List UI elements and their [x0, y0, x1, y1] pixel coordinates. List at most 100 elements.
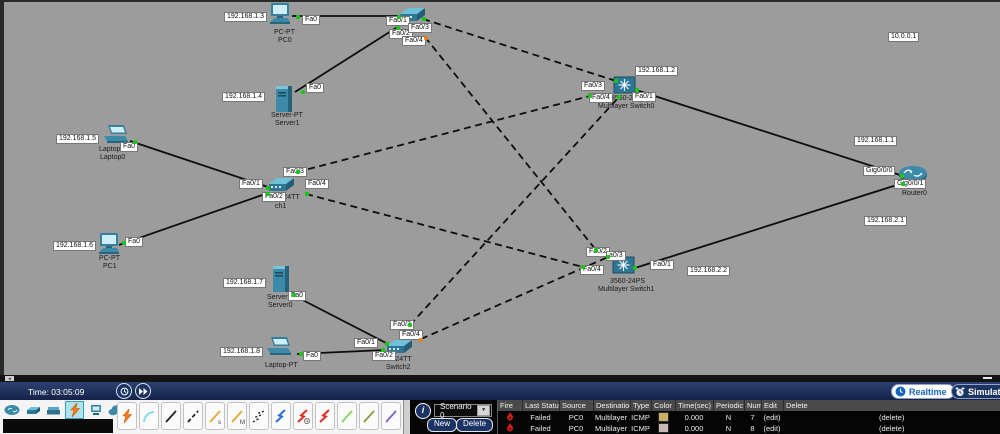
device-laptop-pt[interactable] — [263, 336, 293, 362]
device-switch2[interactable] — [383, 338, 413, 363]
copper-crossover-icon[interactable] — [183, 402, 203, 430]
workspace-left-frame — [0, 0, 4, 375]
pdu-color-cell — [651, 423, 675, 434]
device-server1[interactable] — [274, 84, 294, 119]
column-header-destination[interactable]: Destination — [593, 400, 630, 411]
column-header-last-status[interactable]: Last Status — [522, 400, 559, 411]
copper-crossover-cable[interactable] — [409, 96, 620, 326]
ip-note-label[interactable]: 192.168.1.4 — [222, 92, 265, 102]
port-label: Fa0/4 — [580, 265, 604, 275]
console-cable-icon[interactable] — [139, 402, 159, 430]
device-pc0[interactable] — [267, 2, 293, 31]
column-header-type[interactable]: Type — [630, 400, 651, 411]
delete-pdu-link[interactable]: (delete) — [879, 423, 905, 433]
new-scenario-button[interactable]: New — [427, 418, 458, 432]
device-mlswitch0[interactable] — [613, 75, 637, 100]
column-header-time-sec-[interactable]: Time(sec) — [675, 400, 713, 411]
fire-pdu-icon[interactable] — [498, 411, 522, 423]
copper-straight-cable[interactable] — [290, 293, 389, 345]
ip-note-label[interactable]: 10.0.0.1 — [888, 32, 920, 42]
fiber-single-icon[interactable]: s — [205, 402, 225, 430]
ip-note-label[interactable]: 192.168.1.7 — [223, 278, 266, 288]
device-switch1[interactable] — [265, 176, 295, 201]
usb-cable-purple-icon[interactable] — [381, 402, 401, 430]
copper-straight-cable[interactable] — [634, 182, 904, 269]
simulation-tab[interactable]: Simulat — [951, 384, 1000, 399]
scroll-left-button[interactable]: ◄ — [5, 376, 14, 381]
link-status-up-indicator — [266, 186, 270, 190]
ip-note-label[interactable]: 192.168.1.5 — [56, 134, 99, 144]
device-router0[interactable] — [898, 164, 928, 189]
fast-forward-time-button[interactable] — [135, 383, 151, 399]
delete-pdu-link[interactable]: (delete) — [879, 412, 905, 422]
copper-straight-through-icon[interactable] — [161, 402, 181, 430]
port-label: Fa0/1 — [354, 338, 378, 348]
dropdown-arrow-icon[interactable]: ▼ — [477, 405, 490, 416]
copper-crossover-cable[interactable] — [305, 193, 584, 268]
hubs-category-icon[interactable] — [44, 401, 63, 419]
end-devices-category-icon[interactable] — [86, 401, 105, 419]
routers-category-icon[interactable] — [2, 401, 21, 419]
port-label: Fa0/2 — [389, 29, 413, 39]
column-header-num[interactable]: Num — [744, 400, 761, 411]
column-header-color[interactable]: Color — [651, 400, 675, 411]
copper-straight-cable[interactable] — [118, 192, 269, 246]
copper-straight-cable[interactable] — [294, 25, 400, 93]
ip-note-label[interactable]: 192.168.1.1 — [854, 136, 897, 146]
link-status-amber-indicator — [419, 338, 423, 342]
device-name-label: -24TT — [281, 194, 300, 201]
port-label: Fa0/3 — [581, 81, 605, 91]
edit-pdu-link[interactable]: (edit) — [763, 423, 781, 433]
column-header-fire[interactable]: Fire — [500, 401, 513, 410]
automatic-connection-icon[interactable] — [117, 402, 137, 430]
serial-dce-icon[interactable] — [293, 402, 313, 430]
switches-category-icon[interactable] — [23, 401, 42, 419]
device-laptop0[interactable] — [100, 124, 130, 150]
column-header-edit[interactable]: Edit — [761, 400, 783, 411]
device-pc1[interactable] — [96, 232, 122, 261]
copper-straight-cable[interactable] — [635, 89, 904, 177]
simulation-icon — [955, 387, 965, 396]
connections-category-icon[interactable] — [65, 401, 84, 419]
ip-note-label[interactable]: 192.168.1.6 — [53, 241, 96, 251]
device-selection-box[interactable] — [3, 419, 113, 433]
realtime-tab[interactable]: Realtime — [891, 384, 955, 399]
ip-note-label[interactable]: 192.168.2.1 — [864, 216, 907, 226]
scrollbar-thumb[interactable] — [983, 377, 992, 379]
delete-scenario-button[interactable]: Delete — [456, 418, 494, 432]
ip-note-label[interactable]: 192.168.1.3 — [224, 12, 267, 22]
serial-blue-icon[interactable] — [271, 402, 291, 430]
power-cycle-devices-button[interactable] — [116, 383, 132, 399]
copper-crossover-cable[interactable] — [424, 36, 597, 251]
workspace-hscrollbar[interactable]: ◄ — [0, 375, 1000, 382]
ip-note-label[interactable]: 192.168.1.8 — [220, 347, 263, 357]
pdu-type: ICMP — [631, 412, 650, 422]
scenario-select[interactable]: Scenario 0 ▼ — [434, 402, 492, 420]
device-server0[interactable] — [271, 264, 291, 299]
column-header-source[interactable]: Source — [559, 400, 593, 411]
device-mlswitch1[interactable] — [612, 255, 636, 280]
realtime-clock-icon — [895, 386, 906, 397]
column-header-delete[interactable]: Delete — [783, 400, 1000, 411]
reset-clock-icon — [120, 387, 128, 395]
copper-crossover-cable[interactable] — [296, 95, 591, 173]
scenario-info-button[interactable]: i — [415, 403, 431, 419]
coaxial-cable-icon[interactable] — [249, 402, 269, 430]
column-header-periodic[interactable]: Periodic — [713, 400, 744, 411]
port-label: Fa0/4 — [305, 179, 329, 189]
copper-crossover-cable[interactable] — [422, 18, 617, 82]
fire-pdu-icon[interactable] — [498, 422, 522, 434]
custom-cable-green-icon[interactable] — [337, 402, 357, 430]
pdu-color-cell — [651, 412, 675, 423]
palette-scrollbar[interactable] — [403, 400, 410, 434]
ip-note-label[interactable]: 192.168.1.2 — [635, 66, 678, 76]
custom-cable-olive-icon[interactable] — [359, 402, 379, 430]
pdu-num: 8 — [750, 423, 755, 433]
ip-note-label[interactable]: 192.168.2.2 — [687, 266, 730, 276]
port-label: Gig0/0/1 — [894, 179, 927, 189]
serial-dte-icon[interactable] — [315, 402, 335, 430]
fiber-multi-icon[interactable]: M — [227, 402, 247, 430]
edit-pdu-link[interactable]: (edit) — [763, 412, 781, 422]
